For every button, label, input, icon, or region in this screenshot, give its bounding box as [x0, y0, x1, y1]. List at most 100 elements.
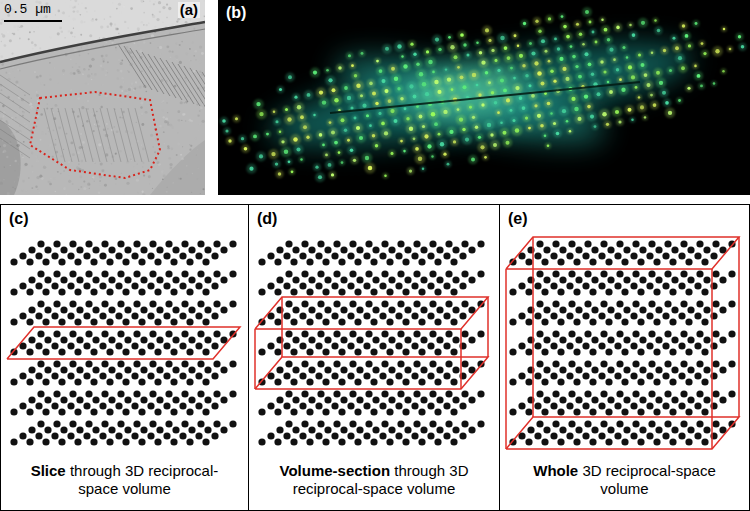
lattice-point — [220, 366, 227, 373]
diffraction-spot — [469, 106, 472, 109]
grain-noise — [172, 23, 175, 26]
spot-halo — [432, 35, 442, 45]
lattice-point — [179, 342, 186, 349]
diffraction-spot — [663, 49, 666, 52]
grain-noise — [165, 118, 168, 121]
spot-halo — [523, 114, 531, 122]
grain-noise — [124, 21, 126, 23]
lattice-point — [85, 240, 92, 247]
grain-noise — [163, 116, 165, 118]
lattice-point — [67, 372, 74, 379]
striation — [0, 129, 30, 149]
grain-noise — [159, 53, 161, 55]
lattice-point — [133, 390, 140, 397]
lattice-point — [85, 420, 92, 427]
grain-noise — [87, 108, 89, 110]
spot-halo — [735, 33, 743, 41]
grain-noise — [125, 130, 128, 133]
lattice-point — [37, 360, 44, 367]
lattice-point — [211, 312, 218, 319]
lattice-point — [372, 246, 379, 253]
grain-noise — [174, 85, 177, 88]
lattice-point — [115, 282, 122, 289]
diffraction-spot — [619, 78, 622, 81]
grain-noise — [119, 116, 121, 118]
grain-noise — [167, 71, 168, 72]
lattice-point — [450, 318, 457, 325]
lattice-point — [170, 348, 177, 355]
lattice-point — [28, 426, 35, 433]
spot-halo — [663, 98, 672, 107]
spot-halo — [410, 92, 419, 101]
lattice-point — [229, 360, 236, 367]
grain-noise — [83, 68, 85, 70]
grain-noise — [31, 107, 32, 108]
lattice-point — [133, 270, 140, 277]
lattice-point — [188, 426, 195, 433]
grain-noise — [179, 81, 181, 83]
diffraction-spot — [397, 87, 400, 90]
lattice-point — [133, 300, 140, 307]
grain-noise — [180, 154, 182, 156]
spot-halo — [613, 66, 621, 74]
spot-halo — [552, 35, 559, 42]
lattice-point — [202, 408, 209, 415]
lattice-point — [76, 276, 83, 283]
grain-noise — [13, 25, 16, 28]
diffraction-spot — [515, 86, 519, 90]
lattice-point — [202, 378, 209, 385]
lattice-point — [211, 432, 218, 439]
spot-halo — [587, 19, 594, 26]
lattice-point — [204, 276, 211, 283]
lattice-point — [179, 312, 186, 319]
grain-noise — [14, 181, 15, 182]
spot-halo — [501, 44, 510, 53]
spot-halo — [648, 92, 655, 99]
diffraction-spot — [545, 50, 548, 53]
grain-noise — [98, 143, 101, 146]
diffraction-spot — [478, 93, 481, 96]
grain-noise — [118, 33, 119, 34]
diffraction-spot — [681, 66, 685, 70]
grain-noise — [194, 50, 197, 53]
grain-noise — [120, 70, 123, 73]
grain-noise — [31, 152, 33, 154]
grain-noise — [156, 18, 159, 21]
diffraction-spot — [613, 58, 616, 61]
grain-noise — [133, 86, 135, 88]
lattice-point — [156, 276, 163, 283]
diffraction-spot — [640, 105, 644, 109]
lattice-point — [420, 336, 427, 343]
diffraction-spot — [584, 52, 588, 56]
grain-noise — [157, 47, 158, 48]
grain-noise — [93, 158, 94, 159]
spot-halo — [534, 111, 544, 121]
lattice-point — [333, 330, 340, 337]
diffraction-spot — [481, 61, 485, 65]
spot-halo — [316, 87, 326, 97]
lattice-point — [60, 396, 67, 403]
lattice-point — [397, 330, 404, 337]
grain-noise — [85, 82, 87, 84]
grain-noise — [60, 173, 61, 174]
lattice-point — [140, 366, 147, 373]
spot-halo — [395, 85, 403, 93]
spot-halo — [362, 153, 373, 164]
lattice-point — [83, 432, 90, 439]
lattice-point — [195, 432, 202, 439]
lattice-point — [204, 426, 211, 433]
grain-noise — [155, 1, 156, 2]
spot-halo — [277, 129, 283, 135]
diffraction-spot — [341, 118, 345, 122]
grain-noise — [160, 79, 163, 82]
striation — [135, 108, 149, 162]
diffraction-spot — [629, 24, 632, 27]
lattice-point — [147, 402, 154, 409]
lattice-point — [74, 318, 81, 325]
grain-noise — [111, 163, 113, 165]
grain-noise — [123, 81, 125, 83]
spot-halo — [476, 48, 484, 56]
grain-noise — [91, 79, 93, 81]
grain-noise — [74, 0, 77, 2]
diffraction-spot — [431, 112, 436, 117]
